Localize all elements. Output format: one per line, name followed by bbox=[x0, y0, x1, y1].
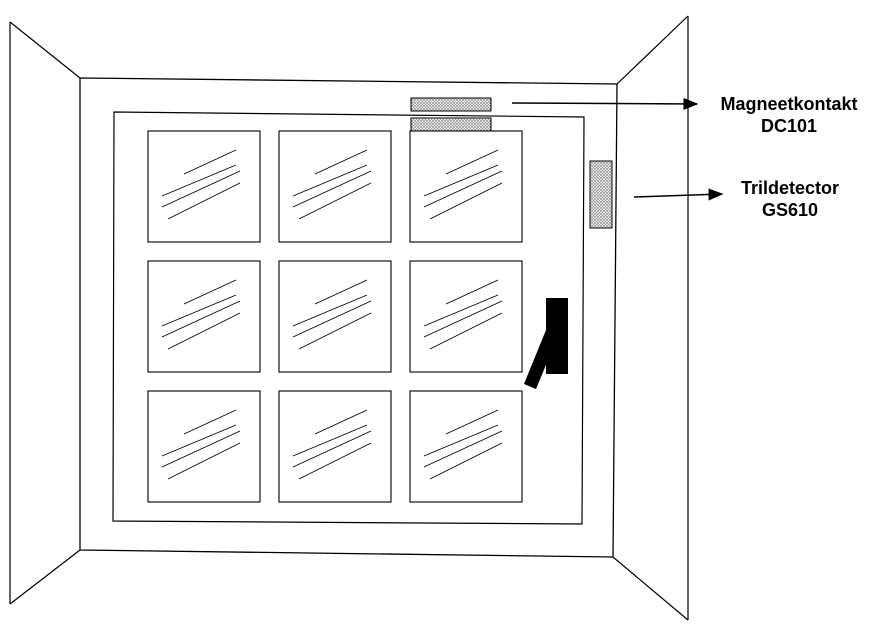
glass-reflection-line bbox=[161, 430, 241, 468]
glass-reflection-line bbox=[292, 170, 372, 208]
magnet-contact-model: DC101 bbox=[760, 116, 818, 136]
window-sash bbox=[112, 111, 585, 525]
vibration-detector-arrow bbox=[633, 188, 724, 201]
glass-reflection-line bbox=[429, 182, 503, 220]
glass-reflection-line bbox=[298, 312, 372, 350]
glass-pane bbox=[409, 260, 523, 373]
glass-reflection-line bbox=[161, 294, 237, 327]
vibration-detector-model: GS610 bbox=[761, 200, 819, 220]
glass-reflection-line bbox=[298, 182, 372, 220]
glass-reflection-line bbox=[161, 170, 241, 208]
window-reveal bbox=[9, 15, 689, 621]
magnet-contact-label: Magneetkontakt DC101 bbox=[706, 93, 872, 137]
glass-reflection-line bbox=[423, 294, 499, 327]
glass-pane bbox=[409, 130, 523, 243]
window-frame bbox=[79, 77, 618, 558]
glass-reflection-line bbox=[292, 294, 368, 327]
glass-pane bbox=[147, 390, 261, 503]
glass-reflection-line bbox=[292, 164, 368, 197]
glass-reflection-line bbox=[423, 164, 499, 197]
glass-reflection-line bbox=[183, 279, 237, 305]
vibration-detector bbox=[589, 160, 613, 229]
glass-reflection-line bbox=[314, 409, 368, 435]
glass-reflection-line bbox=[445, 149, 499, 175]
glass-reflection-line bbox=[292, 430, 372, 468]
glass-pane bbox=[278, 390, 392, 503]
glass-reflection-line bbox=[423, 430, 503, 468]
vibration-detector-label: Trildetector GS610 bbox=[725, 177, 855, 221]
glass-pane bbox=[278, 260, 392, 373]
glass-reflection-line bbox=[429, 442, 503, 480]
glass-reflection-line bbox=[167, 182, 241, 220]
glass-reflection-line bbox=[423, 424, 499, 457]
glass-reflection-line bbox=[298, 442, 372, 480]
glass-reflection-line bbox=[161, 164, 237, 197]
glass-pane bbox=[147, 260, 261, 373]
magnet-contact-frame-part bbox=[410, 97, 492, 112]
window-handle bbox=[524, 298, 568, 389]
glass-reflection-line bbox=[167, 312, 241, 350]
glass-reflection-line bbox=[183, 409, 237, 435]
glass-reflection-line bbox=[292, 424, 368, 457]
glass-reflection-line bbox=[161, 424, 237, 457]
glass-reflection-line bbox=[292, 300, 372, 338]
glass-panes bbox=[147, 130, 523, 503]
glass-reflection-line bbox=[314, 279, 368, 305]
glass-reflection-line bbox=[429, 312, 503, 350]
magnet-contact-name: Magneetkontakt bbox=[720, 94, 858, 114]
glass-reflection-line bbox=[161, 300, 241, 338]
glass-reflection-line bbox=[183, 149, 237, 175]
glass-reflection-line bbox=[445, 409, 499, 435]
glass-pane bbox=[278, 130, 392, 243]
vibration-detector-name: Trildetector bbox=[740, 178, 840, 198]
glass-reflection-line bbox=[423, 170, 503, 208]
magnet-contact-sash-part bbox=[410, 117, 492, 132]
glass-reflection-line bbox=[445, 279, 499, 305]
glass-reflection-line bbox=[423, 300, 503, 338]
glass-reflection-line bbox=[314, 149, 368, 175]
glass-reflection-line bbox=[167, 442, 241, 480]
glass-pane bbox=[147, 130, 261, 243]
magnet-contact-arrow bbox=[511, 97, 699, 110]
glass-pane bbox=[409, 390, 523, 503]
